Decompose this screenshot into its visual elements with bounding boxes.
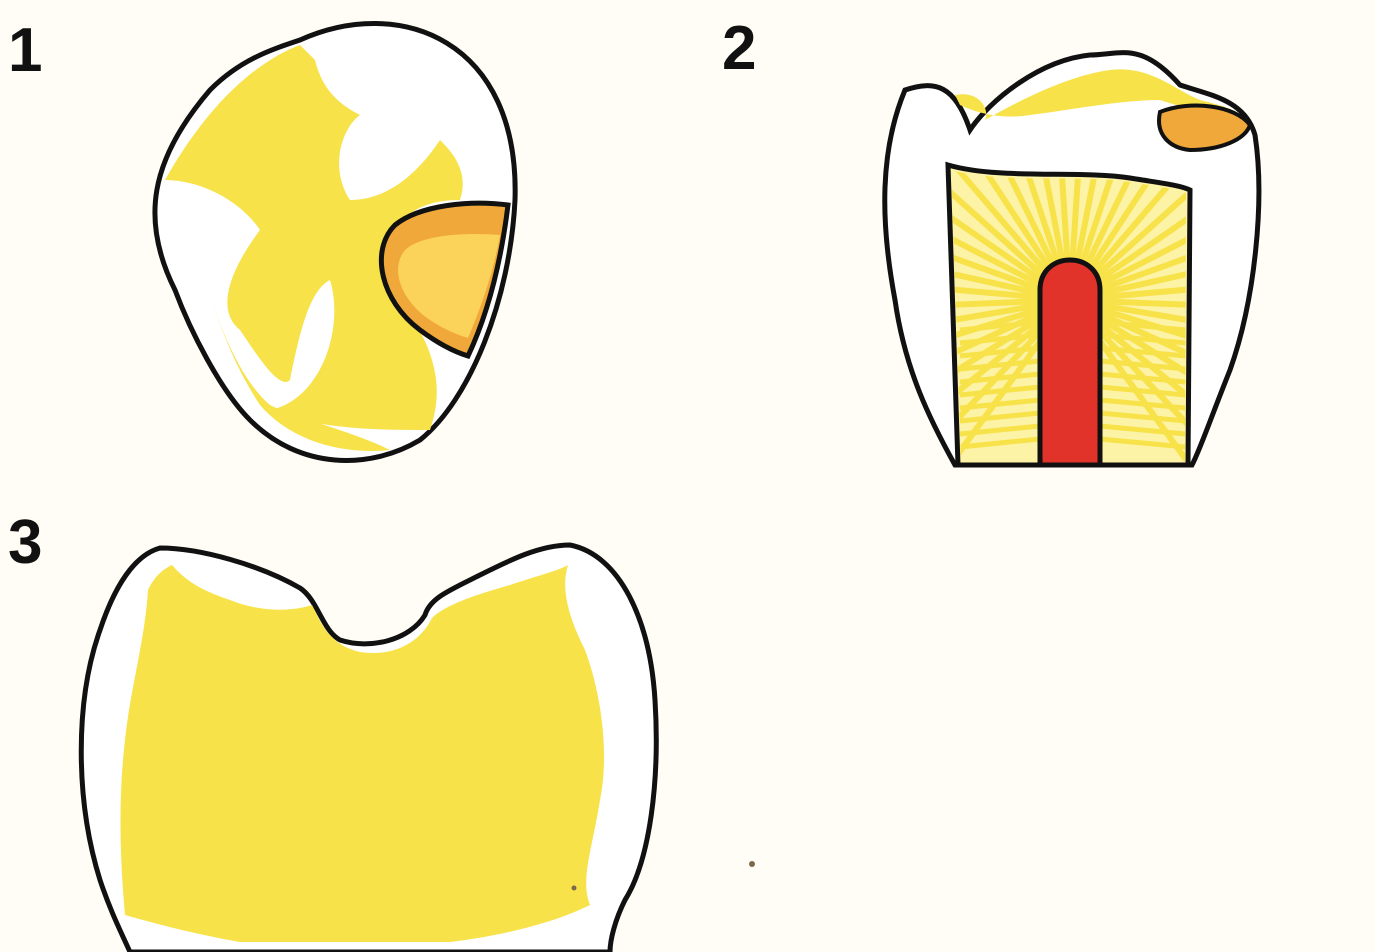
dentinal-tubule — [951, 170, 1073, 302]
dentinal-tubule — [959, 384, 1041, 398]
dentinal-tubule — [1067, 170, 1094, 301]
dentinal-tubule — [1068, 188, 1186, 303]
dentinal-tubule — [1067, 297, 1186, 462]
tooth-3-section — [78, 542, 659, 952]
dentinal-tubule — [959, 436, 1041, 450]
dentinal-tubule — [1099, 371, 1186, 385]
dentinal-tubule — [1046, 170, 1073, 301]
dentinal-tubule — [1069, 228, 1186, 303]
tooth-3-dentin — [120, 565, 605, 942]
dentinal-tubule — [959, 410, 1041, 424]
dentinal-tubule — [951, 268, 1071, 303]
dentinal-tubule — [951, 297, 1072, 462]
dentinal-tubule — [1067, 170, 1175, 301]
tooth-2-dentinal-tubules — [951, 170, 1186, 462]
dentinal-tubule — [1099, 384, 1186, 398]
tooth-2-crown-dentin — [955, 69, 1245, 120]
dentinal-tubule — [959, 319, 1041, 333]
dentinal-tubule — [1067, 170, 1186, 303]
dentinal-tubule — [1069, 297, 1186, 397]
dentinal-tubule — [1067, 170, 1135, 301]
tooth-1-lesion-inner — [398, 233, 500, 338]
dentinal-tubule — [951, 297, 1071, 357]
dentinal-tubule — [1099, 332, 1186, 346]
dentinal-tubule — [1069, 297, 1186, 316]
tooth-1-occlusal-view — [152, 21, 518, 463]
dentinal-tubule — [1068, 170, 1186, 303]
dentinal-tubule — [959, 371, 1041, 385]
dentinal-tubule — [1099, 410, 1186, 424]
panel-label-1: 1 — [8, 16, 43, 85]
scan-speck — [571, 885, 577, 891]
dentinal-tubule — [1067, 170, 1186, 302]
dentinal-tubule — [959, 397, 1041, 411]
dentinal-tubule — [951, 297, 1071, 397]
dentinal-tubule — [951, 170, 1073, 302]
dentinal-tubule — [959, 358, 1041, 372]
dentinal-tubule — [951, 170, 1073, 302]
dentinal-tubule — [951, 170, 1072, 303]
panel-label-3: 3 — [8, 508, 43, 577]
dentinal-tubule — [951, 170, 1072, 303]
dentinal-tubule — [959, 423, 1041, 437]
tooth-2-occlusal-lesion — [1157, 103, 1253, 153]
tooth-1-dentin-area — [165, 45, 463, 430]
dentinal-tubule — [951, 228, 1071, 303]
dentinal-tubule — [1099, 319, 1186, 333]
dentinal-tubule — [965, 170, 1073, 301]
panel-label-2: 2 — [722, 14, 757, 83]
dentinal-tubule — [951, 297, 1073, 462]
dentinal-tubule — [1099, 436, 1186, 450]
dentinal-tubule — [1069, 297, 1186, 357]
dentinal-tubule — [1099, 423, 1186, 437]
tooth-2-pulp-canal — [1037, 257, 1103, 468]
dentinal-tubule — [1099, 397, 1186, 411]
dentinal-tubule — [1069, 268, 1186, 303]
dentinal-tubule — [951, 297, 1071, 316]
dentinal-tubule — [1068, 297, 1186, 462]
dentinal-tubule — [959, 332, 1041, 346]
dentinal-tubule — [1068, 170, 1186, 303]
dentinal-tubule — [1067, 170, 1186, 302]
dentinal-tubule — [1099, 345, 1186, 359]
dentinal-tubule — [1099, 358, 1186, 372]
scan-speck — [749, 861, 755, 867]
tooth-2-cross-section — [882, 50, 1262, 468]
dentinal-tubule — [959, 345, 1041, 359]
dentinal-tubule — [1005, 170, 1073, 301]
dentinal-tubule — [951, 188, 1072, 303]
